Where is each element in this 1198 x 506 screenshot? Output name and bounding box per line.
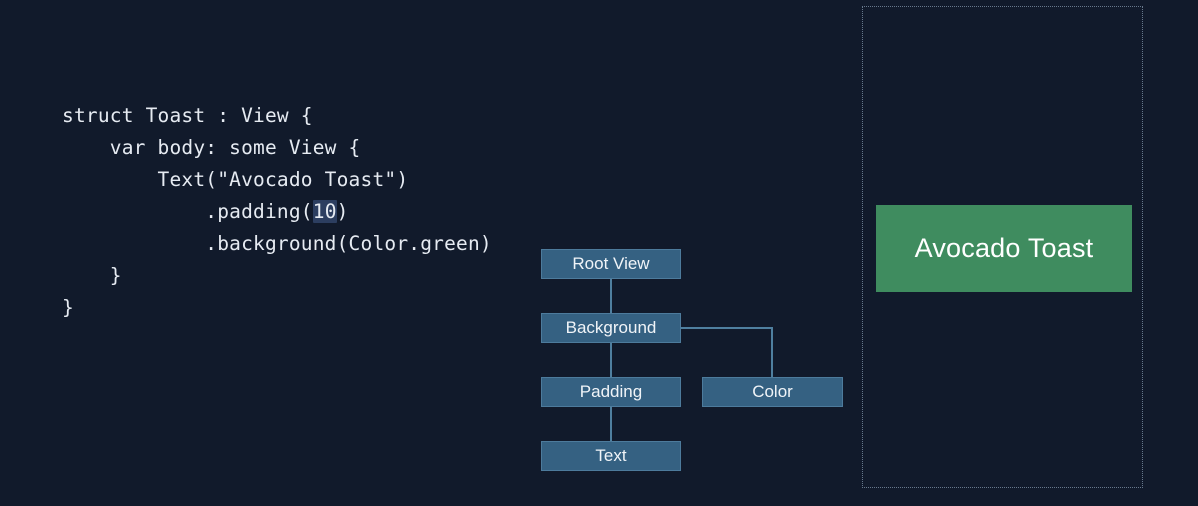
connector-root-to-background <box>610 279 612 314</box>
tree-node-color[interactable]: Color <box>702 377 843 407</box>
connector-background-to-padding <box>610 343 612 378</box>
tree-node-root-view-label: Root View <box>572 254 650 273</box>
preview-rendered-view[interactable]: Avocado Toast <box>876 205 1132 292</box>
tree-node-padding[interactable]: Padding <box>541 377 681 407</box>
code-text-after-highlight: ) .background(Color.green) } } <box>62 200 492 319</box>
tree-node-color-label: Color <box>752 382 793 401</box>
preview-panel <box>862 6 1143 488</box>
tree-node-text[interactable]: Text <box>541 441 681 471</box>
connector-padding-to-text <box>610 407 612 442</box>
code-panel: struct Toast : View { var body: some Vie… <box>0 0 520 506</box>
connector-background-to-color-vertical <box>771 327 773 378</box>
preview-view-label: Avocado Toast <box>914 233 1094 263</box>
code-block[interactable]: struct Toast : View { var body: some Vie… <box>62 100 492 324</box>
connector-background-to-color-horizontal <box>681 327 773 329</box>
tree-node-background-label: Background <box>565 318 657 337</box>
tree-node-root-view[interactable]: Root View <box>541 249 681 279</box>
code-text-before-highlight: struct Toast : View { var body: some Vie… <box>62 104 409 223</box>
tree-node-text-label: Text <box>595 446 627 465</box>
code-highlight-token[interactable]: 10 <box>312 200 337 223</box>
tree-node-background[interactable]: Background <box>541 313 681 343</box>
tree-node-padding-label: Padding <box>579 382 643 401</box>
